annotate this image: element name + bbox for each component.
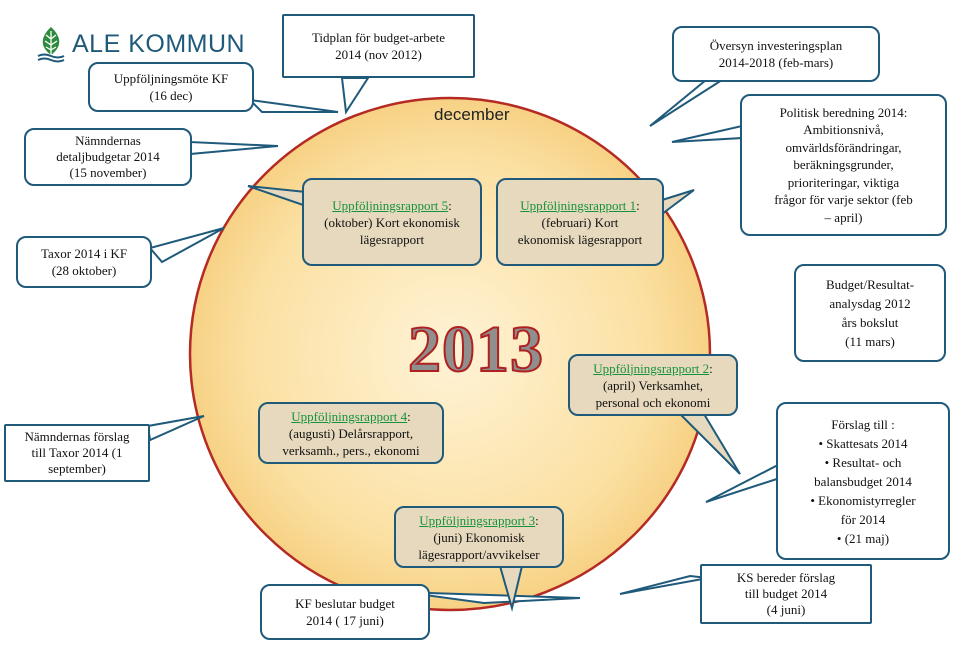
callout-line: frågor för varje sektor (feb bbox=[774, 192, 913, 208]
report-line: (april) Verksamhet, bbox=[602, 377, 704, 393]
report-4: Uppföljningsrapport 4: (augusti) Delårsr… bbox=[258, 402, 444, 464]
report-suffix: : bbox=[709, 360, 713, 376]
tail-ks-bereder bbox=[619, 574, 709, 595]
callout-namndernas-detalj: Nämndernas detaljbudgetar 2014 (15 novem… bbox=[24, 128, 192, 186]
report-line: lägesrapport/avvikelser bbox=[418, 546, 540, 562]
callout-budget-resultat: Budget/Resultat- analysdag 2012 års boks… bbox=[794, 264, 946, 362]
report-heading: Uppföljningsrapport 4: bbox=[266, 408, 436, 425]
callout-tidplan: Tidplan för budget-arbete 2014 (nov 2012… bbox=[282, 14, 475, 78]
callout-line: Politisk beredning 2014: bbox=[779, 104, 908, 120]
tail-taxor-kf bbox=[148, 227, 225, 264]
callout-line: Tidplan för budget-arbete bbox=[311, 30, 446, 45]
report-1-link[interactable]: Uppföljningsrapport 1 bbox=[520, 197, 637, 213]
callout-line: analysdag 2012 bbox=[829, 296, 911, 311]
callout-forslag-till: Förslag till : • Skattesats 2014 • Resul… bbox=[776, 402, 950, 560]
report-suffix: : bbox=[636, 197, 640, 213]
bullet-item: balansbudget 2014 bbox=[814, 473, 912, 489]
report-line: ekonomisk lägesrapport bbox=[517, 231, 643, 247]
report-line: (oktober) Kort ekonomisk bbox=[324, 214, 460, 230]
callout-line: september) bbox=[48, 461, 106, 476]
report-line: (augusti) Delårsrapport, bbox=[288, 425, 414, 441]
callout-namndernas-forslag: Nämndernas förslag till Taxor 2014 (1 se… bbox=[4, 424, 150, 482]
report-line: verksamh., pers., ekonomi bbox=[282, 442, 420, 458]
tail-tidplan bbox=[340, 77, 370, 115]
callout-line: (15 november) bbox=[69, 165, 147, 180]
callout-politisk: Politisk beredning 2014: Ambitionsnivå, … bbox=[740, 94, 947, 236]
callout-line: (11 mars) bbox=[845, 334, 895, 349]
tail-namndernas-forslag bbox=[146, 415, 205, 442]
leaf-logo-icon bbox=[37, 27, 65, 63]
month-label: december bbox=[434, 105, 510, 124]
callout-line: Uppföljningsmöte KF bbox=[113, 71, 229, 86]
ale-kommun-logo: ALE KOMMUN bbox=[36, 24, 245, 64]
bullet-item: • Skattesats 2014 bbox=[818, 435, 908, 451]
callout-line: Översyn investeringsplan bbox=[709, 38, 843, 53]
callout-line: (16 dec) bbox=[149, 88, 193, 103]
callout-line: 2014 ( 17 juni) bbox=[306, 613, 384, 628]
bullet-item: • Ekonomistyrregler bbox=[810, 492, 916, 508]
report-1: Uppföljningsrapport 1: (februari) Kort e… bbox=[496, 178, 664, 266]
callout-line: till budget 2014 bbox=[744, 586, 828, 601]
bullet-item: för 2014 bbox=[840, 511, 886, 527]
callout-line: (28 oktober) bbox=[51, 263, 117, 278]
callout-kf-beslutar: KF beslutar budget 2014 ( 17 juni) bbox=[260, 584, 430, 640]
report-suffix: : bbox=[407, 408, 411, 424]
report-suffix: : bbox=[535, 512, 539, 528]
bullet-item: • Resultat- och bbox=[824, 454, 902, 470]
callout-line: KF beslutar budget bbox=[295, 596, 395, 611]
callout-line: prioriteringar, viktiga bbox=[787, 174, 900, 190]
report-4-link[interactable]: Uppföljningsrapport 4 bbox=[291, 408, 408, 424]
callout-line: omvärldsförändringar, bbox=[785, 139, 902, 155]
callout-line: Budget/Resultat- bbox=[825, 277, 915, 292]
callout-line: Ambitionsnivå, bbox=[803, 122, 884, 138]
report-2-link[interactable]: Uppföljningsrapport 2 bbox=[593, 360, 710, 376]
tail-oversyn bbox=[649, 79, 726, 127]
callout-line: 2014-2018 (feb-mars) bbox=[718, 55, 834, 70]
tail-forslag bbox=[705, 464, 788, 503]
report-line: (februari) Kort bbox=[541, 214, 619, 230]
callout-ks-bereder: KS bereder förslag till budget 2014 (4 j… bbox=[700, 564, 872, 624]
year-label: 2013 bbox=[407, 312, 544, 387]
callout-line: års bokslut bbox=[841, 315, 899, 330]
report-5: Uppföljningsrapport 5: (oktober) Kort ek… bbox=[302, 178, 482, 266]
bullet-item: • (21 maj) bbox=[836, 530, 890, 546]
callout-uppfoljningsmote: Uppföljningsmöte KF (16 dec) bbox=[88, 62, 254, 112]
callout-line: 2014 (nov 2012) bbox=[335, 47, 422, 62]
logo-text: ALE KOMMUN bbox=[72, 29, 246, 58]
report-heading: Uppföljningsrapport 2: bbox=[576, 360, 730, 377]
report-line: lägesrapport bbox=[359, 231, 425, 247]
report-heading: Uppföljningsrapport 5: bbox=[310, 197, 474, 214]
report-line: (juni) Ekonomisk bbox=[433, 529, 525, 545]
tail-r1 bbox=[661, 189, 695, 216]
report-suffix: : bbox=[448, 197, 452, 213]
callout-line: Nämndernas bbox=[75, 133, 141, 148]
callout-oversyn: Översyn investeringsplan 2014-2018 (feb-… bbox=[672, 26, 880, 82]
callout-line: – april) bbox=[824, 209, 863, 225]
tail-namndernas-detalj bbox=[189, 140, 279, 156]
callout-line: Taxor 2014 i KF bbox=[40, 246, 128, 261]
callout-line: Förslag till : bbox=[831, 416, 895, 432]
callout-line: beräkningsgrunder, bbox=[793, 157, 894, 173]
callout-line: Nämndernas förslag bbox=[24, 429, 130, 444]
report-5-link[interactable]: Uppföljningsrapport 5 bbox=[332, 197, 449, 213]
callout-line: KS bereder förslag bbox=[736, 570, 836, 585]
report-2: Uppföljningsrapport 2: (april) Verksamhe… bbox=[568, 354, 738, 416]
tail-uppfoljningsmote bbox=[247, 98, 339, 113]
report-3: Uppföljningsrapport 3: (juni) Ekonomisk … bbox=[394, 506, 564, 568]
report-line: personal och ekonomi bbox=[595, 394, 711, 410]
callout-line: (4 juni) bbox=[766, 602, 806, 617]
callout-line: till Taxor 2014 (1 bbox=[31, 445, 123, 460]
report-3-link[interactable]: Uppföljningsrapport 3 bbox=[419, 512, 536, 528]
callout-line: detaljbudgetar 2014 bbox=[56, 149, 160, 164]
tail-politisk bbox=[671, 124, 743, 143]
callout-taxor-kf: Taxor 2014 i KF (28 oktober) bbox=[16, 236, 152, 288]
report-heading: Uppföljningsrapport 3: bbox=[402, 512, 556, 529]
report-heading: Uppföljningsrapport 1: bbox=[504, 197, 656, 214]
